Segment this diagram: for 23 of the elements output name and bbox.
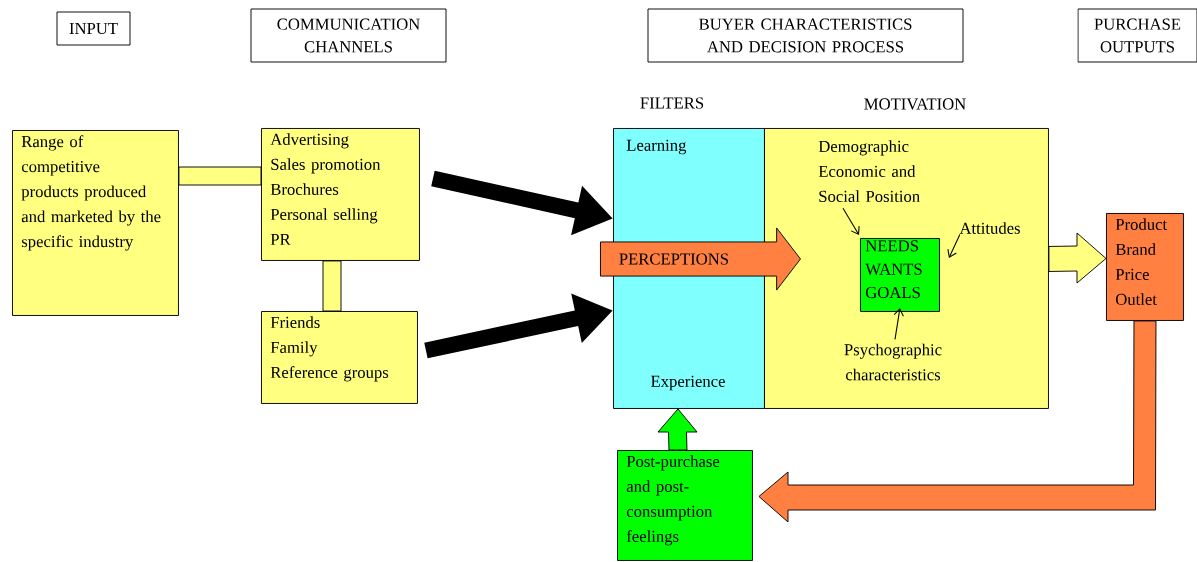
header-box: PURCHASE OUTPUTS: [1077, 8, 1197, 63]
needs-box: NEEDS WANTS GOALS: [860, 238, 940, 312]
input-box: Range of competitive products produced and marketed by the specific industry: [12, 130, 179, 316]
arrow: [947, 233, 961, 258]
connector-bar: [322, 260, 342, 312]
node-label: FILTERS: [640, 97, 704, 109]
header-box: BUYER CHARACTERISTICS AND DECISION PROCESS: [647, 8, 964, 63]
block-arrow: [1048, 232, 1107, 284]
output-box: Product Brand Price Outlet: [1106, 213, 1184, 321]
channel-box: Advertising Sales promotion Brochures Personal selling PR: [261, 128, 420, 261]
node-label: MOTIVATION: [864, 98, 966, 110]
channel-box: Friends Family Reference groups: [261, 311, 418, 404]
factor-label: Attitudes: [959, 222, 1020, 234]
connector-bar: [178, 166, 262, 186]
header-box: COMMUNICATION CHANNELS: [250, 8, 447, 63]
feedback-box: Post-purchase and post-consumption feelings: [617, 450, 753, 561]
factor-label: Demographic Economic and Social Position: [818, 140, 920, 202]
header-box: INPUT: [56, 11, 131, 46]
block-arrow: [758, 320, 1157, 523]
factor-label: Psychographic characteristics: [844, 343, 942, 381]
block-arrow: [657, 408, 698, 451]
arrow: [842, 207, 860, 235]
arrow: [893, 307, 904, 340]
